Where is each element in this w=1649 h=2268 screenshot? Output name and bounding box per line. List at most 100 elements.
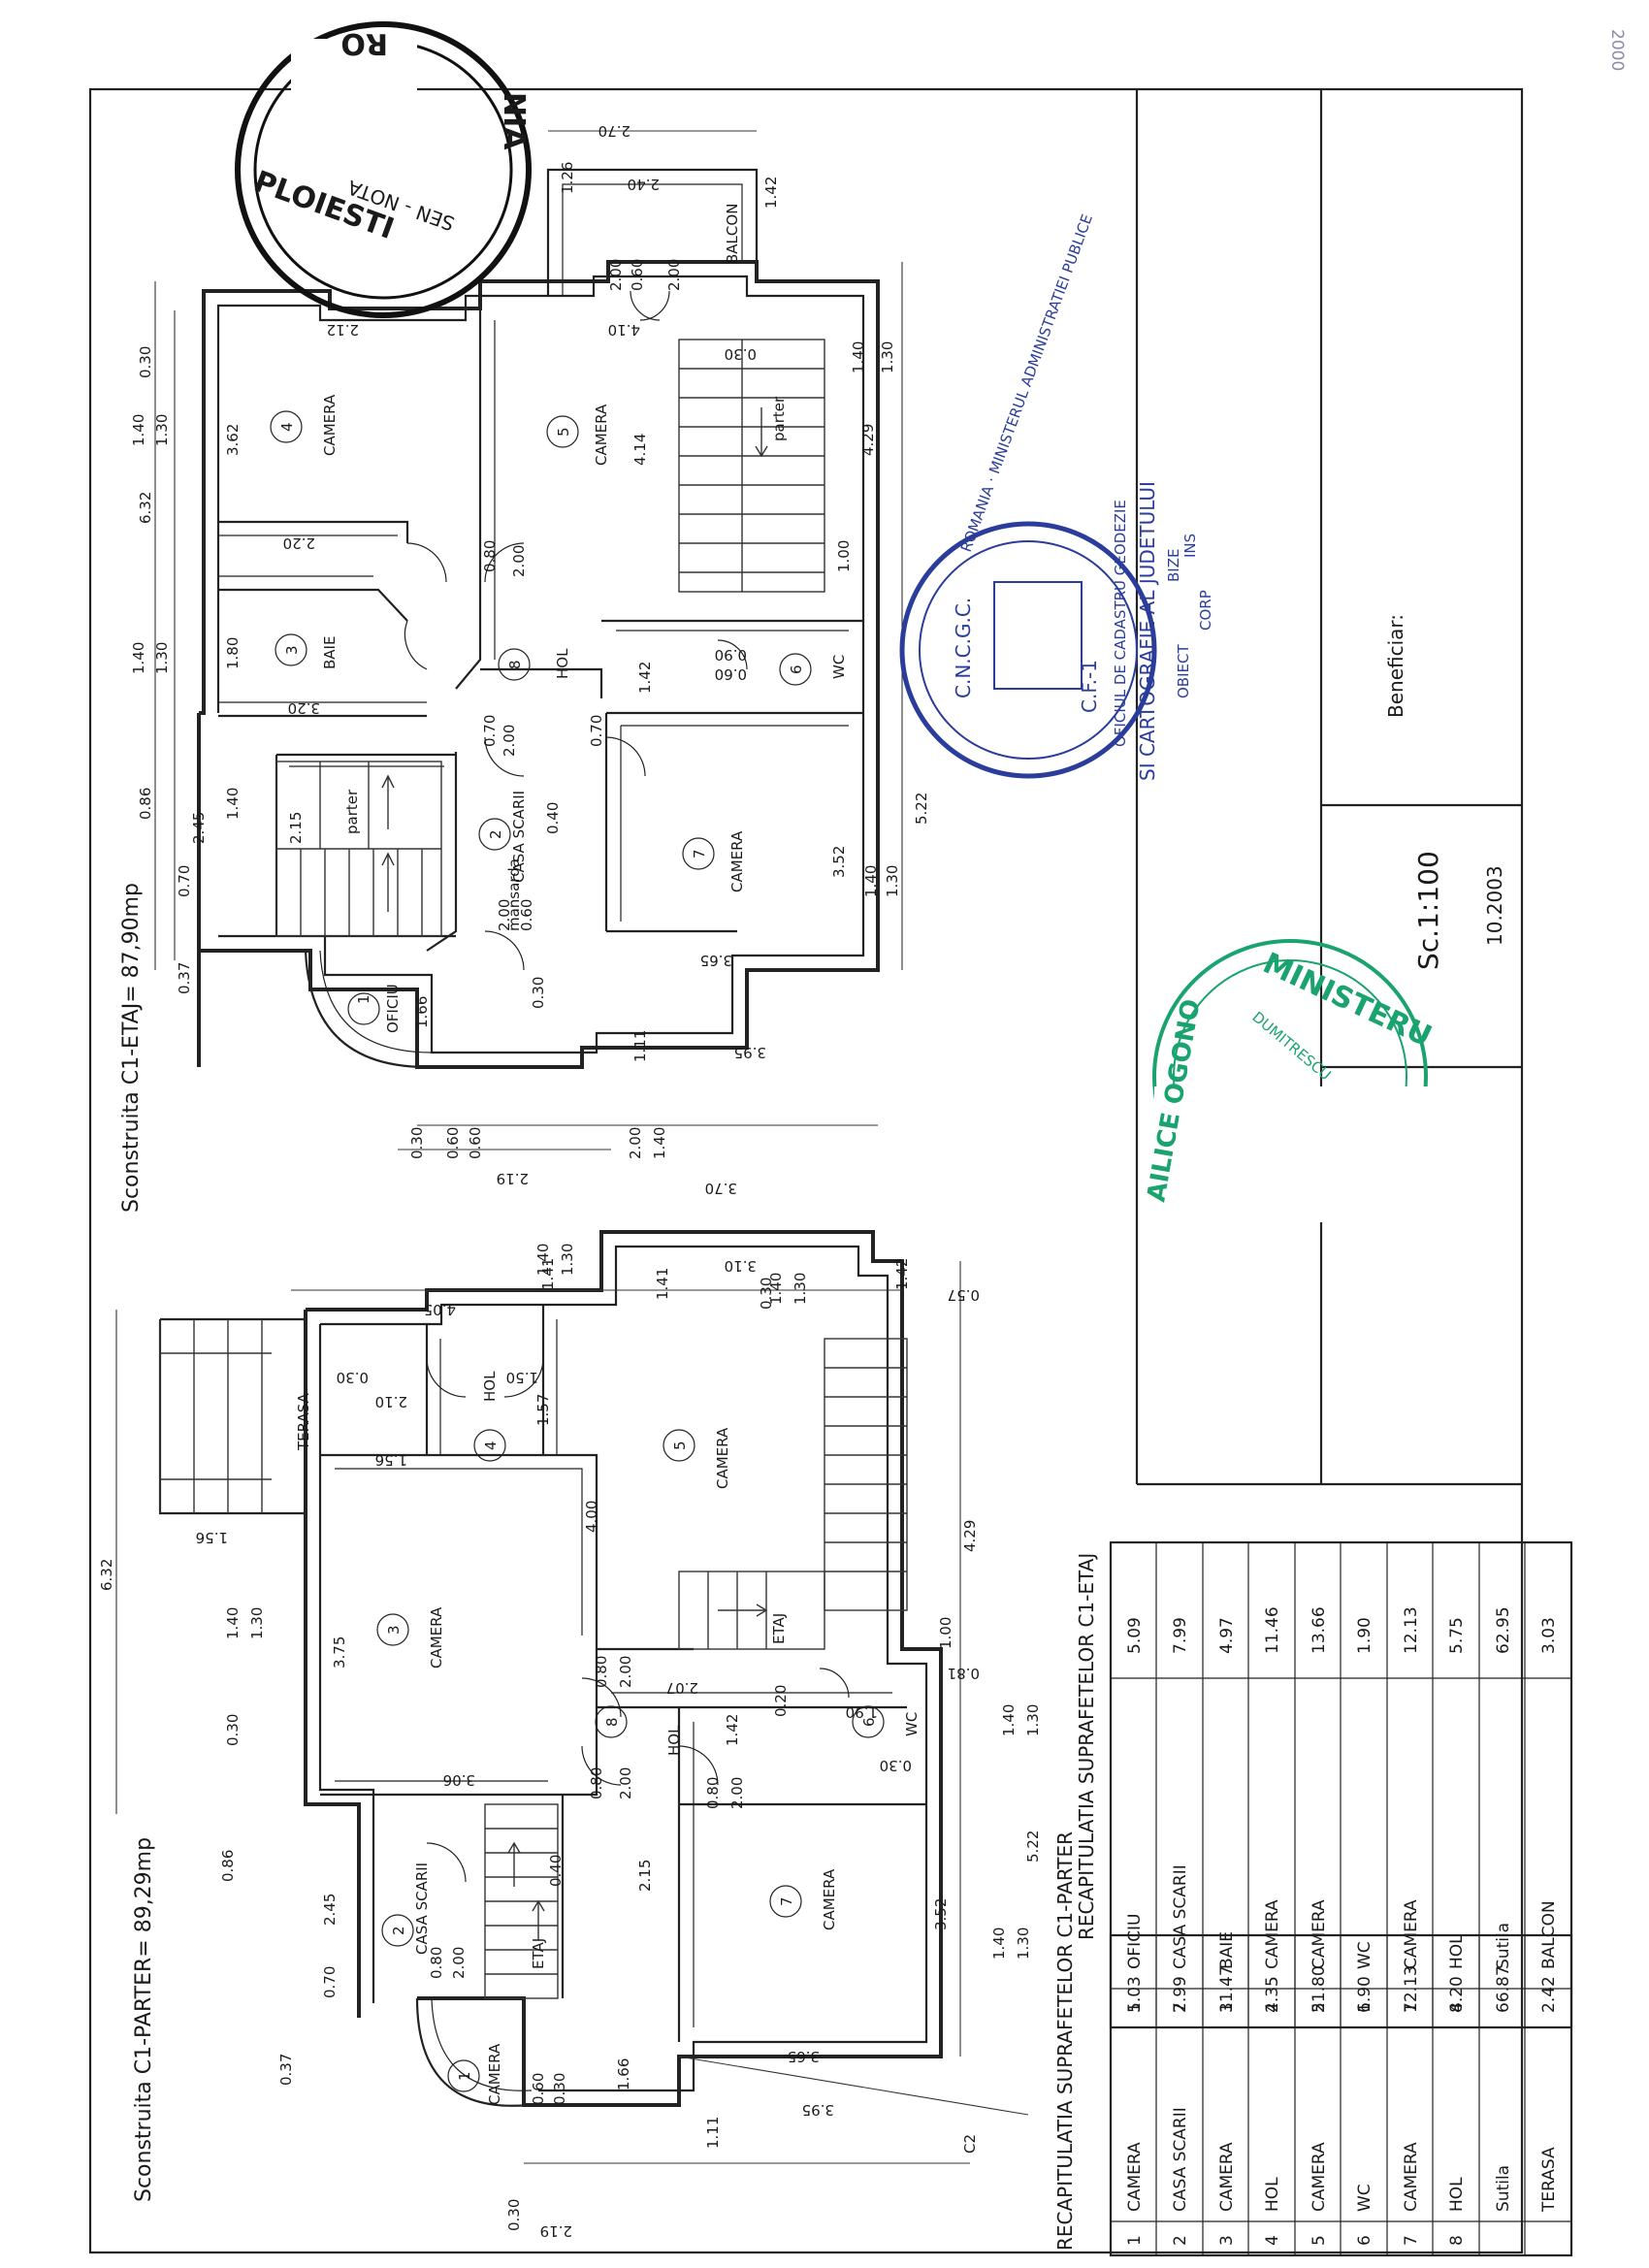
svg-text:0.60: 0.60	[715, 665, 747, 683]
recap-etaj-row-5: 5	[1310, 2002, 1329, 2013]
svg-text:2.19: 2.19	[497, 1170, 529, 1187]
recap-parter-row-total: Sutila	[1494, 2165, 1513, 2212]
svg-text:0.81: 0.81	[948, 1665, 980, 1682]
etaj-balcon-label: BALCON	[724, 204, 741, 264]
svg-text:CAMERA: CAMERA	[728, 830, 746, 892]
beneficiar-label: Beneficiar:	[1384, 614, 1407, 718]
svg-text:1.57: 1.57	[534, 1394, 552, 1426]
etaj-outer-wall	[197, 260, 880, 1069]
etaj-oficiu-bay	[304, 950, 428, 1069]
svg-text:3.52: 3.52	[830, 846, 848, 878]
svg-text:1.30: 1.30	[884, 865, 901, 897]
floor-plan-etaj: Sconstruita C1-ETAJ= 87,90mp	[119, 122, 930, 1213]
svg-text:1.40: 1.40	[990, 1928, 1008, 1960]
recap-etaj-title: RECAPITULATIA SUPRAFETELOR C1-ETAJ	[1075, 1553, 1098, 1940]
svg-text:1: 1	[456, 2071, 473, 2081]
etaj-partitions-inner	[218, 320, 849, 922]
recap-parter-row-2: 2	[1171, 2235, 1190, 2246]
svg-text:2.00: 2.00	[496, 899, 513, 931]
ministry-stamp: MINISTERU AILICE OGONO DUMITRESCU	[1142, 939, 1445, 1222]
etaj-title: Sconstruita C1-ETAJ= 87,90mp	[119, 883, 144, 1213]
balcony-inner	[562, 183, 743, 296]
svg-text:12.13: 12.13	[1402, 1606, 1421, 1654]
svg-text:0.60: 0.60	[518, 899, 535, 931]
svg-text:0.80: 0.80	[428, 1947, 445, 1979]
svg-text:HOL: HOL	[1263, 2177, 1282, 2212]
svg-text:0.90: 0.90	[715, 646, 747, 664]
svg-text:C.N.C.G.C.: C.N.C.G.C.	[952, 598, 975, 698]
svg-text:0.70: 0.70	[588, 715, 605, 747]
svg-text:0.80: 0.80	[481, 540, 499, 572]
svg-text:1.90: 1.90	[1355, 1617, 1374, 1654]
svg-text:5.22: 5.22	[913, 793, 930, 825]
recap-parter-row-8: 8	[1447, 2235, 1467, 2246]
svg-text:3: 3	[283, 645, 301, 655]
svg-text:1.41: 1.41	[654, 1268, 671, 1300]
svg-text:2.15: 2.15	[636, 1860, 654, 1892]
svg-text:3.20: 3.20	[288, 699, 320, 717]
recap-parter-row-5: 5	[1310, 2235, 1329, 2246]
svg-text:13.66: 13.66	[1310, 1606, 1329, 1654]
svg-text:0.20: 0.20	[772, 1685, 790, 1717]
svg-text:CAMERA: CAMERA	[321, 394, 339, 456]
svg-text:1.00: 1.00	[835, 540, 853, 572]
recap-etaj-row-1: 1	[1125, 2002, 1145, 2013]
svg-text:1.50: 1.50	[506, 1369, 538, 1386]
svg-text:1.80: 1.80	[224, 637, 242, 669]
svg-text:0.80: 0.80	[588, 1767, 605, 1799]
svg-text:WC: WC	[830, 655, 848, 679]
svg-text:CAMERA: CAMERA	[1125, 2142, 1145, 2212]
svg-text:SI CARTOGRAFIE AL JUDETULUI: SI CARTOGRAFIE AL JUDETULUI	[1136, 481, 1159, 781]
svg-text:2.70: 2.70	[598, 122, 630, 140]
svg-text:1.30: 1.30	[1024, 1704, 1042, 1736]
recap-etaj-row-8: 8	[1447, 2002, 1467, 2013]
date-label: 10.2003	[1483, 865, 1506, 946]
svg-text:0.86: 0.86	[219, 1850, 237, 1882]
svg-text:5.75: 5.75	[1447, 1617, 1467, 1654]
svg-text:0.30: 0.30	[725, 345, 757, 363]
svg-text:7.99: 7.99	[1171, 1976, 1190, 2013]
svg-text:2.00: 2.00	[510, 545, 528, 577]
svg-text:4.29: 4.29	[859, 424, 877, 456]
recap-parter-title: RECAPITULATIA SUPRAFETELOR C1-PARTER	[1053, 1831, 1077, 2251]
svg-text:0.80: 0.80	[704, 1777, 722, 1809]
etaj-stairs-left	[275, 761, 442, 937]
svg-text:8: 8	[603, 1717, 621, 1727]
svg-text:3.52: 3.52	[932, 1898, 950, 1930]
svg-text:6: 6	[860, 1717, 878, 1727]
recap-parter-row-3: 3	[1217, 2235, 1237, 2246]
etaj-parter-label-1: parter	[770, 396, 788, 441]
svg-text:1.42: 1.42	[893, 1258, 911, 1290]
svg-text:2.10: 2.10	[375, 1393, 407, 1410]
svg-text:12.13: 12.13	[1402, 1965, 1421, 2013]
recap-etaj-row-2: 2	[1171, 2002, 1190, 2013]
recap-etaj-table: RECAPITULATIA SUPRAFETELOR C1-ETAJ 1 OFI…	[1075, 1540, 1573, 2029]
svg-text:1.42: 1.42	[762, 177, 780, 209]
svg-text:1.40: 1.40	[651, 1127, 668, 1159]
terasa-outline	[158, 1317, 306, 1515]
terasa-steps	[159, 1319, 272, 1513]
svg-text:HOL: HOL	[1447, 2177, 1467, 2212]
svg-text:BIZE: BIZE	[1165, 549, 1182, 582]
parter-terasa-label: TERASA	[295, 1392, 312, 1451]
svg-text:5.09: 5.09	[1125, 1617, 1145, 1654]
svg-text:CAMERA: CAMERA	[714, 1427, 731, 1489]
svg-text:1.30: 1.30	[1015, 1928, 1032, 1960]
recap-parter-row-6: 6	[1355, 2235, 1374, 2246]
parter-stairs-left	[484, 1803, 559, 1999]
parter-partitions	[320, 1305, 926, 2042]
svg-text:0.30: 0.30	[224, 1714, 242, 1746]
svg-text:2.40: 2.40	[628, 176, 660, 193]
svg-text:CAMERA: CAMERA	[1402, 2142, 1421, 2212]
svg-text:8: 8	[506, 660, 524, 669]
svg-text:2.00: 2.00	[501, 725, 518, 757]
svg-text:0.70: 0.70	[321, 1966, 339, 1998]
svg-text:1.42: 1.42	[724, 1714, 741, 1746]
svg-text:0.70: 0.70	[176, 865, 193, 897]
svg-text:HOL: HOL	[481, 1371, 499, 1402]
